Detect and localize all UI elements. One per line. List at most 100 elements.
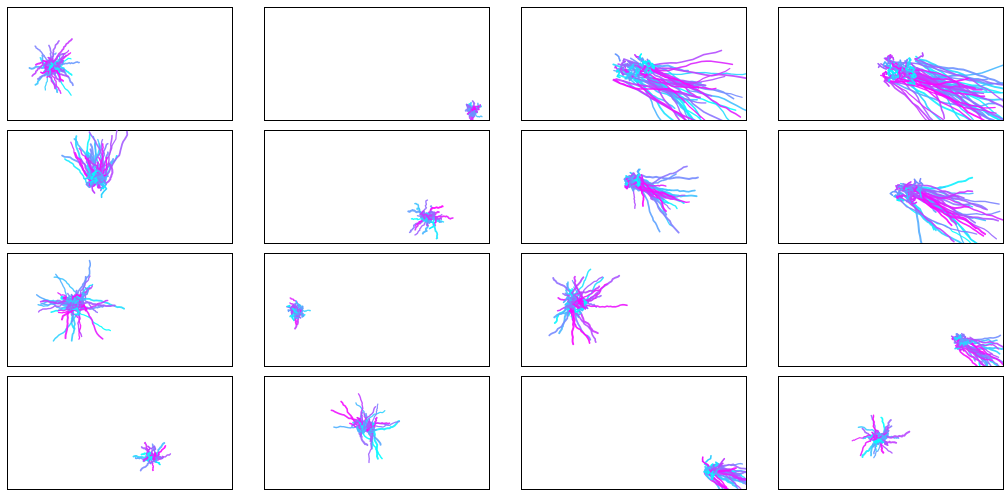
trajectory-group <box>61 130 129 199</box>
trajectory-segment <box>632 77 638 84</box>
trajectory-segment <box>94 177 99 184</box>
trajectory-segment <box>875 438 883 442</box>
trajectory-line <box>105 162 114 186</box>
trajectory-segment <box>66 295 71 304</box>
trajectory-line <box>427 205 444 217</box>
trajectory-segment <box>887 70 892 77</box>
trajectory-line <box>968 338 998 345</box>
trajectory-line <box>414 219 427 236</box>
trajectory-segment <box>711 464 717 472</box>
trajectory-group <box>407 199 454 240</box>
panel-frame <box>521 253 747 367</box>
trajectory-segment <box>75 308 81 317</box>
panel-frame <box>7 253 233 367</box>
trajectory-segment <box>96 184 102 189</box>
trajectory-segment <box>77 300 85 306</box>
trajectory-segment <box>887 56 893 65</box>
trajectory-segment <box>624 182 631 190</box>
trajectory-group <box>548 268 628 346</box>
trajectory-segment <box>635 66 643 74</box>
panel-11 <box>521 253 747 367</box>
trajectory-segment <box>898 71 907 79</box>
trajectory-line <box>966 337 1003 348</box>
trajectory-segment <box>474 104 481 114</box>
trajectory-segment <box>914 52 924 60</box>
trajectory-segment <box>908 79 916 86</box>
panel-2 <box>264 7 490 121</box>
trajectory-segment <box>367 429 374 436</box>
trajectory-line <box>340 400 359 425</box>
trajectory-segment <box>896 195 901 200</box>
trajectory-line <box>917 62 978 96</box>
trajectory-group <box>132 441 172 472</box>
trajectory-segment <box>897 59 903 66</box>
trajectory-line <box>548 306 571 337</box>
trajectory-segment <box>880 435 888 441</box>
trajectory-segment <box>615 68 621 79</box>
trajectory-segment <box>701 456 710 467</box>
trajectory-group <box>877 52 1003 120</box>
trajectory-line <box>715 470 746 482</box>
trajectory-segment <box>146 451 152 459</box>
trajectory-line <box>652 77 717 90</box>
trajectory-segment <box>562 296 573 304</box>
trajectory-segment <box>714 461 719 468</box>
trajectory-line <box>39 299 71 305</box>
trajectory-line <box>886 80 932 120</box>
trajectory-group <box>330 393 401 464</box>
trajectory-group <box>286 297 311 330</box>
trajectory-segment <box>891 62 902 74</box>
trajectory-segment <box>53 59 63 66</box>
trajectory-segment <box>960 338 968 343</box>
panel-8 <box>778 130 1004 244</box>
panel-frame <box>264 7 490 121</box>
trajectory-line <box>34 45 50 65</box>
trajectory-segment <box>637 57 645 63</box>
trajectory-segment <box>624 71 634 80</box>
trajectory-line <box>894 196 978 235</box>
trajectory-line <box>37 302 68 313</box>
panel-4 <box>778 7 1004 121</box>
trajectory-segment <box>882 438 889 446</box>
trajectory-line <box>903 183 960 199</box>
trajectory-segment <box>717 457 726 469</box>
panel-6 <box>264 130 490 244</box>
trajectory-line <box>358 429 369 447</box>
panel-1 <box>7 7 233 121</box>
trajectory-segment <box>629 172 637 182</box>
trajectory-line <box>635 77 707 104</box>
trajectory-segment <box>910 196 918 202</box>
trajectory-segment <box>50 64 57 73</box>
trajectory-line <box>48 66 62 95</box>
trajectory-segment <box>74 307 80 316</box>
trajectory-line <box>367 430 374 464</box>
trajectory-segment <box>912 178 922 187</box>
trajectory-segment <box>470 106 477 112</box>
trajectory-segment <box>634 179 641 187</box>
trajectory-segment <box>646 59 655 70</box>
trajectory-line <box>432 218 439 240</box>
trajectory-segment <box>643 66 648 75</box>
trajectory-segment <box>894 76 902 83</box>
trajectory-segment <box>40 68 50 74</box>
trajectory-line <box>641 182 667 212</box>
trajectory-segment <box>882 70 888 75</box>
trajectory-segment <box>147 445 154 458</box>
trajectory-segment <box>356 416 364 426</box>
trajectory-group <box>889 176 1003 243</box>
trajectory-segment <box>877 62 888 70</box>
trajectory-line <box>73 307 112 332</box>
trajectory-group <box>851 414 911 459</box>
trajectory-line <box>615 78 701 99</box>
trajectory-segment <box>369 425 377 432</box>
panel-15 <box>521 376 747 490</box>
trajectory-line <box>359 430 383 460</box>
trajectory-segment <box>289 305 299 312</box>
trajectory-segment <box>624 69 630 74</box>
panel-16 <box>778 376 1004 490</box>
trajectory-segment <box>71 303 78 310</box>
trajectory-line <box>915 189 987 236</box>
trajectory-segment <box>295 300 302 312</box>
trajectory-segment <box>619 68 625 76</box>
